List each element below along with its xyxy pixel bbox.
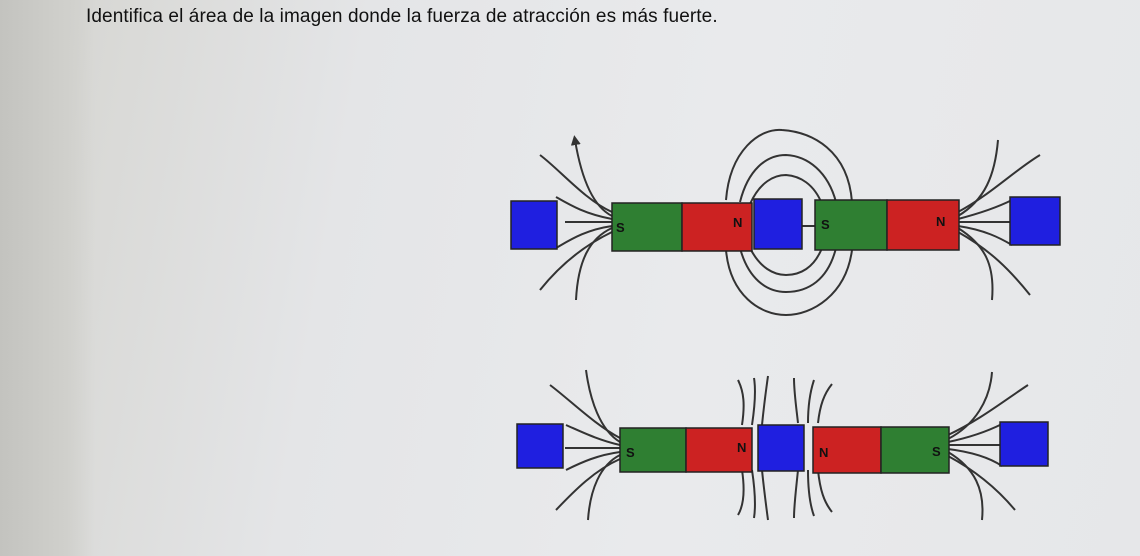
- field-loops-top-center: [725, 128, 853, 317]
- field-lines-top-right: [957, 139, 1041, 301]
- field-lines-top-left: [539, 135, 613, 301]
- top-magnet-left-north: [681, 202, 753, 252]
- bottom-left-blue-block[interactable]: [516, 423, 564, 469]
- diagram-bottom: S N N S: [516, 369, 1049, 521]
- bottom-magnet-right-south: [880, 426, 950, 474]
- bottom-center-blue-block[interactable]: [757, 424, 805, 472]
- field-lines-bottom-right: [947, 371, 1029, 521]
- diagram-top: S N S N: [510, 128, 1061, 317]
- bottom-magnet-right-s-label: S: [932, 444, 941, 459]
- bottom-magnet-left-north: [685, 427, 753, 473]
- top-magnet-left-south: [611, 202, 683, 252]
- top-center-blue-block[interactable]: [753, 198, 803, 250]
- bottom-right-blue-block[interactable]: [999, 421, 1049, 467]
- top-magnet-right-n-label: N: [936, 214, 945, 229]
- top-right-blue-block[interactable]: [1009, 196, 1061, 246]
- screen-edge-shadow: [0, 0, 95, 556]
- bottom-magnet-left-n-label: N: [737, 440, 746, 455]
- question-text: Identifica el área de la imagen donde la…: [86, 6, 718, 27]
- bottom-magnet-right-n-label: N: [819, 445, 828, 460]
- field-lines-bottom-center: [737, 375, 833, 521]
- top-magnet-right-s-label: S: [821, 217, 830, 232]
- top-left-blue-block[interactable]: [510, 200, 558, 250]
- top-magnet-left-s-label: S: [616, 220, 625, 235]
- field-lines-bottom-left: [549, 369, 621, 521]
- top-magnet-left-n-label: N: [733, 215, 742, 230]
- top-magnet-right-north: [886, 199, 960, 251]
- bottom-magnet-left-s-label: S: [626, 445, 635, 460]
